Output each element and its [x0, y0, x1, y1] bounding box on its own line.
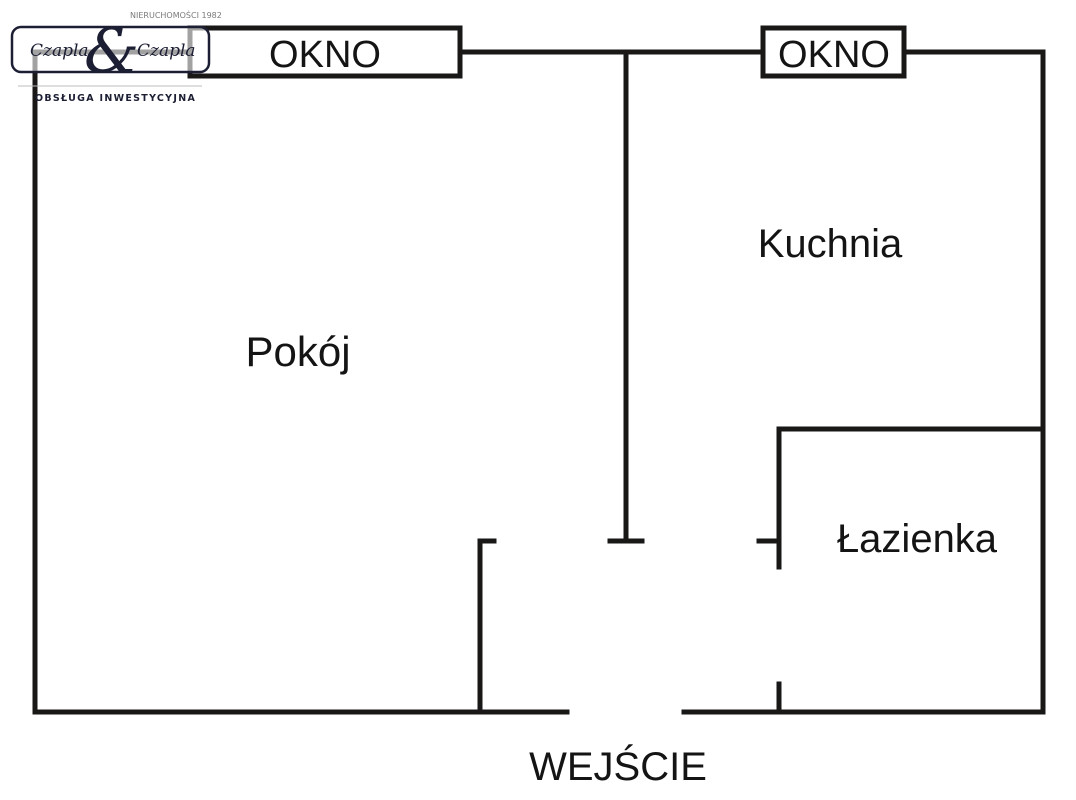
window-right-label: OKNO	[778, 34, 890, 76]
window-left-label: OKNO	[269, 34, 381, 76]
window-right: OKNO	[760, 25, 907, 79]
window-left: OKNO	[187, 25, 463, 79]
entrance-label: WEJŚCIE	[529, 743, 707, 789]
company-logo: NIERUCHOMOŚCI 1982 Czapla & Czapla OBSŁU…	[10, 9, 222, 104]
room-label-kuchnia: Kuchnia	[758, 222, 903, 266]
logo-name-left: Czapla	[30, 41, 89, 61]
logo-tagline-top: NIERUCHOMOŚCI 1982	[130, 9, 222, 20]
logo-name-right: Czapla	[137, 41, 196, 61]
logo-tagline-bottom: OBSŁUGA INWESTYCYJNA	[35, 93, 196, 104]
room-label-lazienka: Łazienka	[837, 517, 998, 561]
room-label-pokoj: Pokój	[245, 328, 350, 375]
logo-ampersand: &	[84, 14, 139, 87]
walls	[32, 49, 1046, 715]
